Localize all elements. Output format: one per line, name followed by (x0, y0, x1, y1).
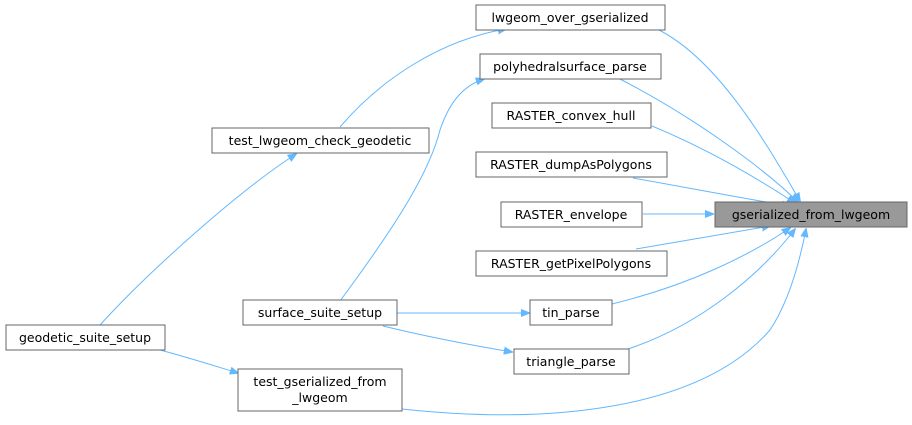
node-geodetic-suite-setup[interactable]: geodetic_suite_setup (5, 324, 166, 351)
edge-polyhedralsurface-parse-to-gserialized-from-lwgeom (617, 77, 798, 202)
node-label-line2: _lwgeom (291, 390, 347, 405)
node-tin-parse[interactable]: tin_parse (529, 299, 613, 326)
node-test-lwgeom-check-geodetic[interactable]: test_lwgeom_check_geodetic (211, 127, 430, 154)
node-raster-dumpaspolygons[interactable]: RASTER_dumpAsPolygons (475, 151, 668, 178)
node-polyhedralsurface-parse[interactable]: polyhedralsurface_parse (479, 53, 662, 80)
node-raster-envelope[interactable]: RASTER_envelope (500, 201, 643, 228)
edge-geodetic-suite-setup-to-test-lwgeom-check-geodetic (99, 154, 296, 326)
node-label: geodetic_suite_setup (19, 330, 151, 345)
node-label-line1: test_gserialized_from (253, 374, 386, 389)
edge-tin-parse-to-gserialized-from-lwgeom (611, 228, 790, 305)
node-raster-convex-hull[interactable]: RASTER_convex_hull (491, 102, 652, 129)
node-label: RASTER_getPixelPolygons (491, 256, 651, 271)
node-label: RASTER_envelope (515, 207, 628, 222)
node-label: lwgeom_over_gserialized (491, 10, 648, 25)
edge-geodetic-suite-setup-to-test-gserialized-from-lwgeom (159, 349, 238, 373)
node-label: polyhedralsurface_parse (493, 59, 647, 74)
node-label: RASTER_dumpAsPolygons (490, 157, 652, 172)
node-triangle-parse[interactable]: triangle_parse (513, 348, 630, 375)
edge-test-gserialized-from-lwgeom-to-gserialized-from-lwgeom (401, 229, 806, 416)
edge-test-lwgeom-check-geodetic-to-lwgeom-over-gserialized (339, 29, 506, 128)
node-gserialized-from-lwgeom[interactable]: gserialized_from_lwgeom (714, 201, 908, 228)
edge-lwgeom-over-gserialized-to-gserialized-from-lwgeom (656, 28, 800, 201)
node-label: test_lwgeom_check_geodetic (229, 133, 412, 148)
edge-raster-getpixelpolygons-to-gserialized-from-lwgeom (635, 226, 770, 250)
node-label: surface_suite_setup (258, 305, 382, 320)
node-label: RASTER_convex_hull (507, 108, 636, 123)
edge-surface-suite-setup-to-polyhedralsurface-parse (339, 79, 484, 302)
edge-surface-suite-setup-to-triangle-parse (382, 325, 512, 352)
edge-raster-convex-hull-to-gserialized-from-lwgeom (651, 125, 795, 203)
node-surface-suite-setup[interactable]: surface_suite_setup (242, 299, 398, 326)
node-label: triangle_parse (526, 354, 616, 369)
node-label: gserialized_from_lwgeom (732, 207, 890, 222)
edge-triangle-parse-to-gserialized-from-lwgeom (627, 229, 795, 350)
node-lwgeom-over-gserialized[interactable]: lwgeom_over_gserialized (475, 4, 666, 31)
node-label: tin_parse (542, 305, 600, 320)
node-test-gserialized-from-lwgeom[interactable]: test_gserialized_from _lwgeom (237, 368, 403, 412)
node-raster-getpixelpolygons[interactable]: RASTER_getPixelPolygons (475, 250, 668, 277)
